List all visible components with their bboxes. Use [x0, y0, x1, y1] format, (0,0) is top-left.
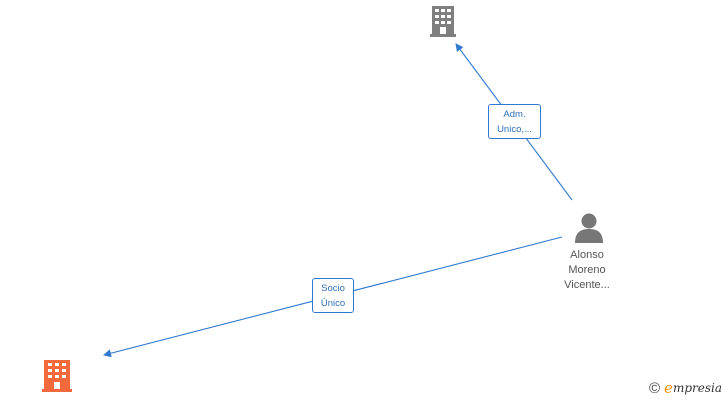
edge-label-line: Socio [321, 283, 345, 294]
person-name-line: Moreno [568, 264, 606, 276]
edge-label-line: Adm. [503, 109, 526, 120]
person-name-label[interactable]: Alonso Moreno Vicente... [542, 248, 632, 293]
person-icon[interactable] [575, 213, 603, 244]
company-bottom-building-icon[interactable] [42, 360, 72, 392]
edge-label-socio-unico[interactable]: Socio Único [312, 278, 354, 313]
person-name-line: Vicente... [564, 279, 610, 291]
copyright-icon: © [648, 379, 661, 397]
edge-label-line: Único [320, 298, 346, 309]
person-name-line: Alonso [570, 249, 604, 261]
brand-logo-text: mpresia [672, 381, 722, 395]
edge-label-adm-unico[interactable]: Adm. Unico,... [488, 104, 541, 139]
brand-logo-initial: e [664, 379, 673, 397]
company-top-building-icon[interactable] [430, 6, 456, 37]
edge-label-line: Unico,... [497, 124, 532, 135]
